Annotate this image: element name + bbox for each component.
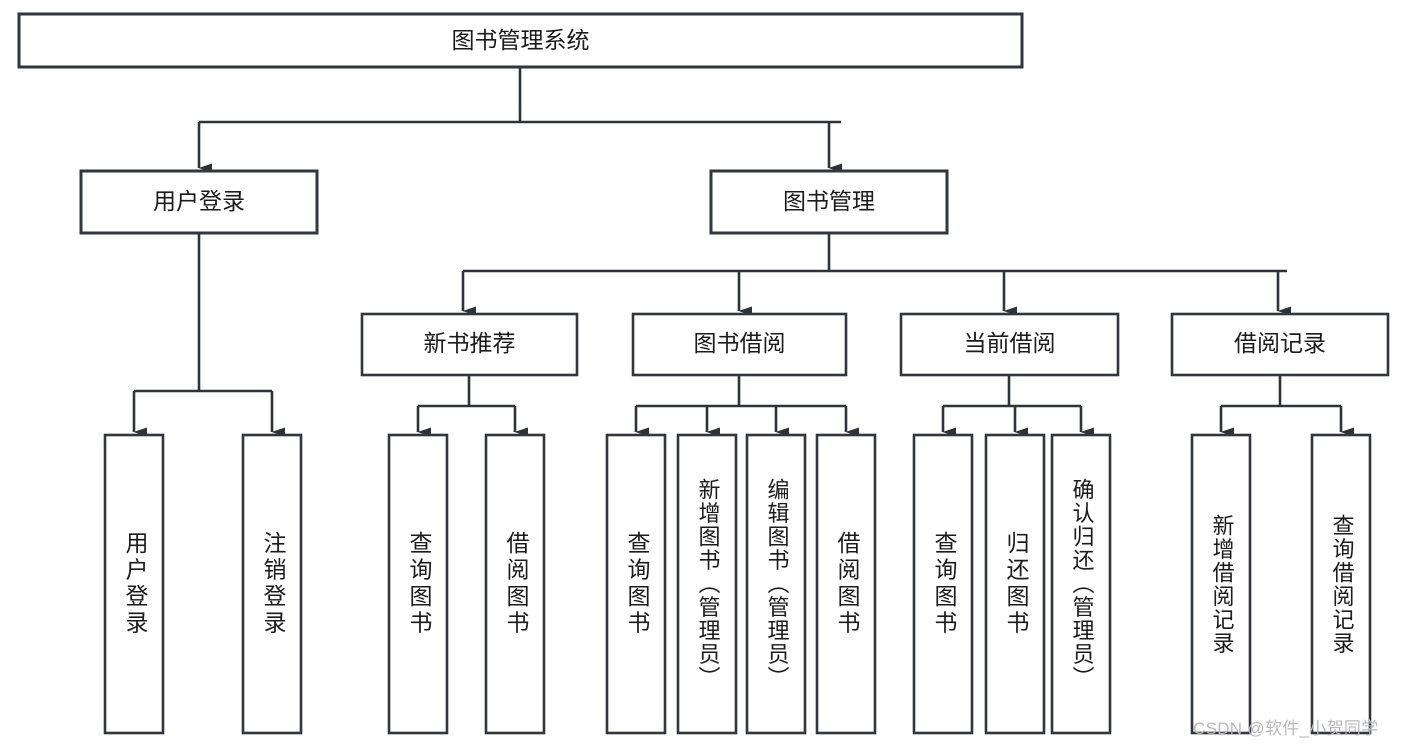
node-book-borrow-label: 图书借阅 <box>694 330 786 356</box>
node-new-book-recommend-rect[interactable] <box>360 312 579 377</box>
leaf-edit-book-rect[interactable] <box>745 433 807 735</box>
leaf-borrow-book-rect[interactable] <box>815 433 877 735</box>
leaf-query-borrow-record-rect[interactable] <box>1310 433 1372 735</box>
leaf-user-login-label: 用户登录 <box>121 531 148 637</box>
connectors-book-borrow-to-leaves <box>634 375 859 437</box>
node-user-login-label: 用户登录 <box>153 188 245 214</box>
leaf-add-borrow-record-label: 新增借阅记录 <box>1209 513 1235 655</box>
leaf-return-book[interactable]: 归还图书 <box>986 435 1044 733</box>
node-borrow-record[interactable]: 借阅记录 <box>1170 312 1390 377</box>
leaf-query-book-borrow-label: 查询图书 <box>623 531 650 637</box>
leaf-query-borrow-record-label: 查询借阅记录 <box>1329 513 1355 655</box>
leaf-query-book-recommend-label: 查询图书 <box>405 531 432 637</box>
leaf-user-login[interactable]: 用户登录 <box>105 435 163 733</box>
node-book-borrow-rect[interactable] <box>631 312 848 377</box>
leaf-query-book-borrow-rect[interactable] <box>605 433 667 735</box>
connectors-borrow-record-to-leaves <box>1219 375 1354 437</box>
leaf-logout[interactable]: 注销登录 <box>243 435 301 733</box>
leaf-borrow-book-recommend-rect[interactable] <box>484 433 546 735</box>
leaf-confirm-return-rect[interactable] <box>1050 433 1112 735</box>
node-new-book-recommend[interactable]: 新书推荐 <box>360 312 579 377</box>
leaf-rects <box>103 433 1372 735</box>
leaf-confirm-return-label: 确认归还（管理员） <box>1069 478 1095 690</box>
leaf-return-book-label: 归还图书 <box>1002 531 1029 637</box>
node-user-login-rect[interactable] <box>79 169 319 235</box>
node-user-login[interactable]: 用户登录 <box>79 169 319 235</box>
node-book-manage-label: 图书管理 <box>783 188 875 214</box>
leaf-query-book-recommend[interactable]: 查询图书 <box>389 435 447 733</box>
connectors-book-manage-to-level3 <box>461 233 1291 316</box>
node-root-rect[interactable] <box>17 12 1024 69</box>
leaf-add-borrow-record-rect[interactable] <box>1190 433 1252 735</box>
leaf-logout-rect[interactable] <box>241 433 303 735</box>
connectors-root-to-level2 <box>197 67 842 173</box>
leaf-borrow-book[interactable]: 借阅图书 <box>817 435 875 733</box>
connectors-new-book-recommend-to-leaves <box>416 375 528 437</box>
leaf-borrow-book-recommend[interactable]: 借阅图书 <box>486 435 544 733</box>
leaf-add-book-label: 新增图书（管理员） <box>695 478 721 690</box>
node-book-borrow[interactable]: 图书借阅 <box>631 312 848 377</box>
node-borrow-record-label: 借阅记录 <box>1234 330 1326 356</box>
leaf-borrow-book-recommend-label: 借阅图书 <box>502 531 529 637</box>
leaf-return-book-rect[interactable] <box>984 433 1046 735</box>
node-borrow-record-rect[interactable] <box>1170 312 1390 377</box>
leaf-borrow-book-label: 借阅图书 <box>833 531 860 637</box>
leaf-user-login-rect[interactable] <box>103 433 165 735</box>
node-current-borrow[interactable]: 当前借阅 <box>899 312 1120 377</box>
leaf-edit-book-label: 编辑图书（管理员） <box>764 478 790 690</box>
leaf-query-book-current-label: 查询图书 <box>930 531 957 637</box>
leaf-query-book-recommend-rect[interactable] <box>387 433 449 735</box>
connectors-current-borrow-to-leaves <box>941 375 1094 437</box>
leaf-add-book[interactable]: 新增图书（管理员） <box>678 435 736 733</box>
node-current-borrow-rect[interactable] <box>899 312 1120 377</box>
node-root[interactable]: 图书管理系统 <box>17 12 1024 69</box>
leaf-logout-label: 注销登录 <box>259 531 286 637</box>
leaf-query-book-current[interactable]: 查询图书 <box>914 435 972 733</box>
leaf-add-book-rect[interactable] <box>676 433 738 735</box>
leaf-query-book-current-rect[interactable] <box>912 433 974 735</box>
node-current-borrow-label: 当前借阅 <box>964 330 1056 356</box>
node-book-manage[interactable]: 图书管理 <box>709 169 949 235</box>
node-new-book-recommend-label: 新书推荐 <box>424 330 516 356</box>
leaf-query-borrow-record[interactable]: 查询借阅记录 <box>1312 435 1370 733</box>
leaf-query-book-borrow[interactable]: 查询图书 <box>607 435 665 733</box>
connectors-user-login-to-leaves <box>132 233 285 437</box>
leaf-add-borrow-record[interactable]: 新增借阅记录 <box>1192 435 1250 733</box>
leaf-edit-book[interactable]: 编辑图书（管理员） <box>747 435 805 733</box>
watermark: CSDN @软件_小贺同学 <box>1193 719 1379 738</box>
leaf-confirm-return[interactable]: 确认归还（管理员） <box>1052 435 1110 733</box>
node-book-manage-rect[interactable] <box>709 169 949 235</box>
node-root-label: 图书管理系统 <box>452 27 590 53</box>
